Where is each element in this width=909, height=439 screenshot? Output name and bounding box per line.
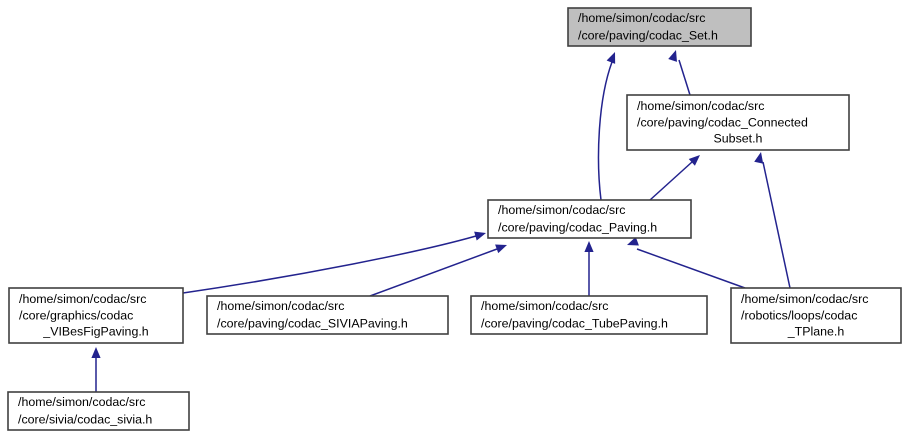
node-connected_subset[interactable]: /home/simon/codac/src/core/paving/codac_… — [626, 94, 850, 151]
graph-edges — [91, 50, 791, 392]
arrowhead-icon — [584, 241, 594, 252]
edge-line — [369, 248, 498, 297]
edge-paving-to-connected_subset — [649, 155, 700, 201]
arrowhead-icon — [606, 52, 616, 64]
edge-tplane-to-paving — [627, 236, 746, 289]
node-box[interactable] — [626, 94, 850, 151]
arrowhead-icon — [474, 231, 486, 241]
node-box[interactable] — [206, 295, 449, 335]
node-label-line: /core/sivia/codac_sivia.h — [18, 413, 152, 427]
edge-line — [597, 61, 613, 201]
node-label-line: /home/simon/codac/src — [481, 299, 608, 313]
node-vibesfigpaving[interactable]: /home/simon/codac/src/core/graphics/coda… — [8, 287, 184, 344]
node-box[interactable] — [7, 391, 190, 431]
node-label-line: /home/simon/codac/src — [637, 99, 764, 113]
node-label-line: /home/simon/codac/src — [217, 299, 344, 313]
arrowhead-icon — [668, 50, 677, 62]
node-tubepaving[interactable]: /home/simon/codac/src/core/paving/codac_… — [470, 295, 708, 335]
arrowhead-icon — [495, 244, 507, 254]
node-label-line: /home/simon/codac/src — [741, 292, 868, 306]
node-label-line: /core/paving/codac_Connected — [637, 115, 808, 129]
edge-tubepaving-to-paving — [584, 241, 594, 296]
node-box[interactable] — [8, 287, 184, 344]
node-label-line: /core/paving/codac_TubePaving.h — [481, 317, 668, 331]
node-label-line: /home/simon/codac/src — [18, 395, 145, 409]
node-box[interactable] — [730, 287, 902, 344]
edge-line — [762, 161, 791, 289]
node-label-line: _VIBesFigPaving.h — [42, 324, 148, 338]
node-label-line: /home/simon/codac/src — [578, 11, 705, 25]
edge-connected_subset-to-set — [668, 50, 691, 96]
edge-line — [649, 161, 693, 201]
node-sivia[interactable]: /home/simon/codac/src/core/sivia/codac_s… — [7, 391, 190, 431]
node-label-line: /core/graphics/codac — [19, 308, 133, 322]
node-label-line: /core/paving/codac_Set.h — [578, 29, 718, 43]
edge-vibesfigpaving-to-paving — [182, 231, 486, 294]
edge-siviapaving-to-paving — [369, 244, 507, 297]
node-label-line: /core/paving/codac_SIVIAPaving.h — [217, 317, 408, 331]
node-box[interactable] — [487, 199, 692, 239]
edge-tplane-to-connected_subset — [754, 152, 791, 289]
node-label-line: /home/simon/codac/src — [498, 203, 625, 217]
edge-line — [678, 59, 691, 96]
edge-sivia-to-vibesfigpaving — [91, 347, 101, 392]
arrowhead-icon — [688, 155, 700, 166]
node-box[interactable] — [567, 7, 752, 47]
node-label-line: Subset.h — [714, 131, 763, 145]
node-paving[interactable]: /home/simon/codac/src/core/paving/codac_… — [487, 199, 692, 239]
edge-line — [636, 248, 746, 289]
edge-paving-to-set — [597, 52, 616, 201]
node-siviapaving[interactable]: /home/simon/codac/src/core/paving/codac_… — [206, 295, 449, 335]
node-label-line: /core/paving/codac_Paving.h — [498, 221, 657, 235]
node-label-line: _TPlane.h — [787, 324, 845, 338]
node-label-line: /robotics/loops/codac — [741, 308, 857, 322]
arrowhead-icon — [91, 347, 101, 358]
node-box[interactable] — [470, 295, 708, 335]
node-tplane[interactable]: /home/simon/codac/src/robotics/loops/cod… — [730, 287, 902, 344]
arrowhead-icon — [627, 236, 639, 246]
edge-line — [182, 235, 477, 294]
node-label-line: /home/simon/codac/src — [19, 292, 146, 306]
arrowhead-icon — [754, 152, 764, 164]
graph-nodes: /home/simon/codac/src/core/paving/codac_… — [7, 7, 902, 431]
node-set[interactable]: /home/simon/codac/src/core/paving/codac_… — [567, 7, 752, 47]
